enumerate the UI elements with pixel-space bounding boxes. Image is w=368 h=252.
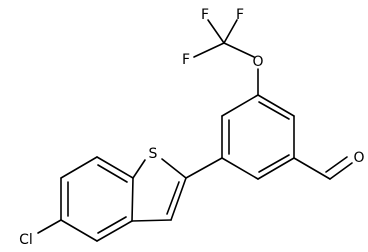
bond-ring-6 — [221, 94, 259, 117]
bond-benz-c7a-c7-inner — [97, 164, 128, 183]
bond-thiophene-c2-c3-inner — [166, 181, 180, 215]
bond-ring-3 — [257, 157, 295, 180]
bond-benz-c7a-c7 — [96, 156, 134, 179]
bond-benz-c5-c4 — [60, 219, 98, 242]
fluorine-label-left: F — [182, 52, 190, 68]
bond-c-o-ether — [223, 42, 255, 58]
bond-lines — [37, 19, 353, 242]
bond-aldehyde-co — [329, 162, 353, 180]
fluorine-label-top-right: F — [236, 7, 244, 23]
bond-thiophene-c3-c3a — [131, 219, 172, 222]
bond-c5-cl — [37, 219, 62, 234]
fluorine-label-top-left: F — [201, 7, 209, 23]
bond-cf-top-left — [207, 19, 225, 44]
bond-thiophene-c2-c3 — [170, 177, 187, 221]
bond-benz-c7a-c3a — [131, 177, 134, 222]
aldehyde-oxygen-label: O — [353, 150, 364, 166]
bond-benz-c7-c6 — [60, 156, 98, 179]
atom-labels: F F F O S O Cl — [19, 7, 364, 248]
bond-aldehyde-co-double — [325, 156, 348, 173]
bond-thiophene-c2-s — [161, 158, 187, 179]
bond-ring-1 — [257, 94, 295, 117]
bond-ring-to-thiophene — [185, 157, 223, 179]
bond-ring-1-inner — [258, 101, 290, 120]
sulfur-label: S — [149, 146, 158, 162]
bond-benz-c4-c3a-inner — [97, 216, 127, 234]
bond-benz-c4-c3a — [96, 220, 133, 242]
ether-oxygen-label: O — [252, 54, 263, 70]
bond-thiophene-s-c7a — [132, 159, 146, 179]
bond-cf-top-right — [223, 19, 238, 44]
bond-cf-left — [193, 42, 225, 58]
chlorine-label: Cl — [19, 232, 33, 248]
bond-ring-3-inner — [258, 154, 290, 173]
bond-ring-aldehyde-c — [293, 157, 331, 180]
bond-ring-4 — [221, 157, 259, 180]
